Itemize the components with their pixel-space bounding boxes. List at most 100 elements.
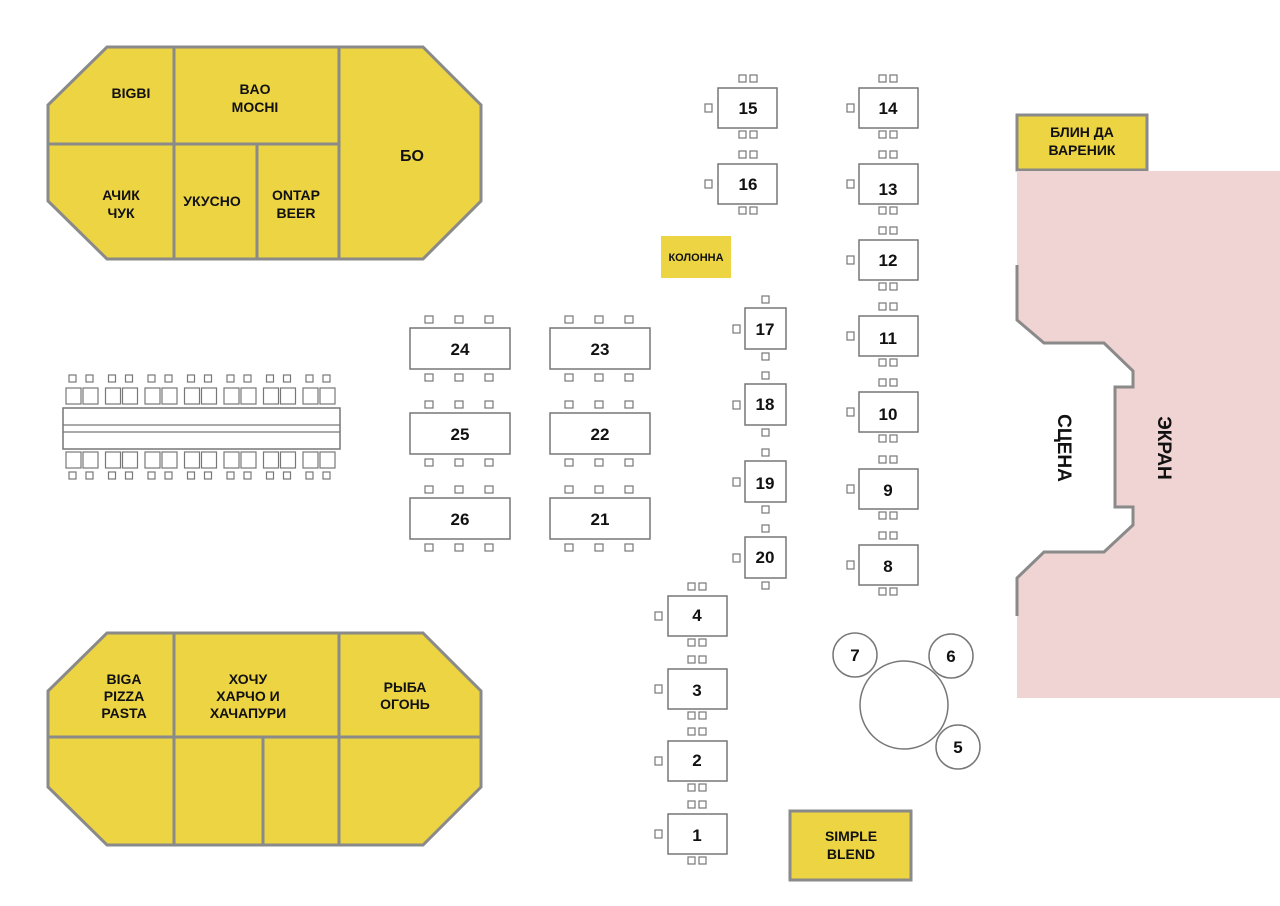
chair-icon — [761, 352, 770, 361]
vendor-hochu-harcho[interactable]: ХОЧУ ХАРЧО И ХАЧАПУРИ — [210, 671, 286, 721]
stage-area: СЦЕНА ЭКРАН — [1015, 171, 1280, 698]
table-5-label: 5 — [953, 738, 962, 757]
chair-icon — [223, 387, 240, 405]
chair-icon — [322, 374, 331, 383]
table-23[interactable]: 23 — [549, 327, 651, 370]
table-12[interactable]: 12 — [858, 239, 919, 281]
chair-icon — [749, 150, 758, 159]
vendor-bao-mochi[interactable]: BAO MOCHI — [232, 81, 279, 115]
chair-icon — [878, 378, 887, 387]
vendor-bigbi[interactable]: BIGBI — [112, 85, 151, 101]
table-17-label: 17 — [756, 320, 775, 339]
round-table-7[interactable]: 7 — [832, 632, 878, 678]
chair-icon — [147, 471, 156, 480]
chair-icon — [761, 371, 770, 380]
chair-icon — [889, 130, 898, 139]
table-20[interactable]: 20 — [744, 536, 787, 579]
table-3[interactable]: 3 — [667, 668, 728, 710]
column-marker: КОЛОННА — [661, 236, 731, 278]
long-communal-table[interactable] — [62, 407, 341, 450]
chair-icon — [878, 511, 887, 520]
chair-icon — [424, 485, 434, 494]
chair-icon — [738, 74, 747, 83]
chair-icon — [203, 374, 213, 383]
vendor-simple-blend[interactable]: SIMPLE BLEND — [788, 809, 913, 882]
vendor-ryba-ogon[interactable]: РЫБА ОГОНЬ — [380, 679, 430, 712]
chair-icon — [704, 103, 713, 113]
table-2[interactable]: 2 — [667, 740, 728, 782]
table-7-label: 7 — [850, 646, 859, 665]
chair-icon — [594, 543, 604, 552]
chair-icon — [424, 543, 434, 552]
table-19[interactable]: 19 — [744, 460, 787, 503]
table-8-label: 8 — [883, 557, 892, 576]
round-table-center[interactable] — [859, 660, 949, 750]
chair-icon — [564, 485, 574, 494]
table-8[interactable]: 8 — [858, 544, 919, 586]
vendor-biga-label-3: PASTA — [101, 705, 146, 721]
vendor-achik-chuk[interactable]: АЧИК ЧУК — [102, 187, 140, 221]
vendor-bo[interactable]: БО — [400, 148, 424, 165]
food-court-top: BIGBI BAO MOCHI БО АЧИК ЧУК УКУСНО ONTAP… — [46, 45, 483, 261]
chair-icon — [761, 524, 770, 533]
table-15[interactable]: 15 — [717, 87, 778, 129]
chair-icon — [226, 471, 235, 480]
chair-icon — [279, 451, 297, 469]
chair-icon — [761, 581, 770, 590]
screen-label: ЭКРАН — [1153, 416, 1174, 480]
table-22[interactable]: 22 — [549, 412, 651, 455]
column-label: КОЛОННА — [668, 252, 723, 264]
chair-icon — [878, 130, 887, 139]
chair-icon — [749, 74, 758, 83]
table-17[interactable]: 17 — [744, 307, 787, 350]
chair-icon — [624, 485, 634, 494]
chair-icon — [624, 400, 634, 409]
chair-icon — [761, 505, 770, 514]
chair-icon — [144, 387, 161, 405]
round-table-6[interactable]: 6 — [928, 633, 974, 679]
chair-icon — [732, 400, 741, 410]
table-14[interactable]: 14 — [858, 87, 919, 129]
table-13[interactable]: 13 — [858, 163, 919, 205]
table-24[interactable]: 24 — [409, 327, 511, 370]
table-18[interactable]: 18 — [744, 383, 787, 426]
table-25[interactable]: 25 — [409, 412, 511, 455]
vendor-ryba-label-2: ОГОНЬ — [380, 696, 430, 712]
chair-icon — [732, 324, 741, 334]
vendor-ontap-beer[interactable]: ONTAP BEER — [272, 187, 320, 221]
chair-icon — [878, 74, 887, 83]
vendor-blin-label-1: БЛИН ДА — [1050, 124, 1114, 140]
chair-icon — [68, 374, 77, 383]
chair-icon — [878, 282, 887, 291]
vendor-biga-pizza-pasta[interactable]: BIGA PIZZA PASTA — [101, 671, 146, 721]
table-26[interactable]: 26 — [409, 497, 511, 540]
chair-icon — [564, 315, 574, 324]
chair-icon — [564, 400, 574, 409]
table-10[interactable]: 10 — [858, 391, 919, 433]
table-6-label: 6 — [946, 647, 955, 666]
chair-icon — [454, 458, 464, 467]
chair-icon — [889, 206, 898, 215]
chair-icon — [305, 471, 314, 480]
table-11[interactable]: 11 — [858, 315, 919, 357]
chair-icon — [200, 387, 218, 405]
vendor-ontap-beer-label-2: BEER — [277, 205, 316, 221]
table-21[interactable]: 21 — [549, 497, 651, 540]
table-19-label: 19 — [756, 474, 775, 493]
chair-icon — [687, 800, 696, 809]
round-table-5[interactable]: 5 — [935, 724, 981, 770]
chair-icon — [594, 373, 604, 382]
table-12-label: 12 — [879, 251, 898, 270]
chair-icon — [594, 400, 604, 409]
table-16[interactable]: 16 — [717, 163, 778, 205]
vendor-ukusno[interactable]: УКУСНО — [183, 193, 241, 209]
chair-icon — [68, 471, 77, 480]
chair-icon — [424, 400, 434, 409]
table-1[interactable]: 1 — [667, 813, 728, 855]
chair-icon — [687, 655, 696, 664]
table-9[interactable]: 9 — [858, 468, 919, 510]
vendor-blin-da-varenik[interactable]: БЛИН ДА ВАРЕНИК — [1015, 113, 1149, 172]
table-4[interactable]: 4 — [667, 595, 728, 637]
chair-icon — [243, 374, 252, 383]
chair-icon — [424, 373, 434, 382]
